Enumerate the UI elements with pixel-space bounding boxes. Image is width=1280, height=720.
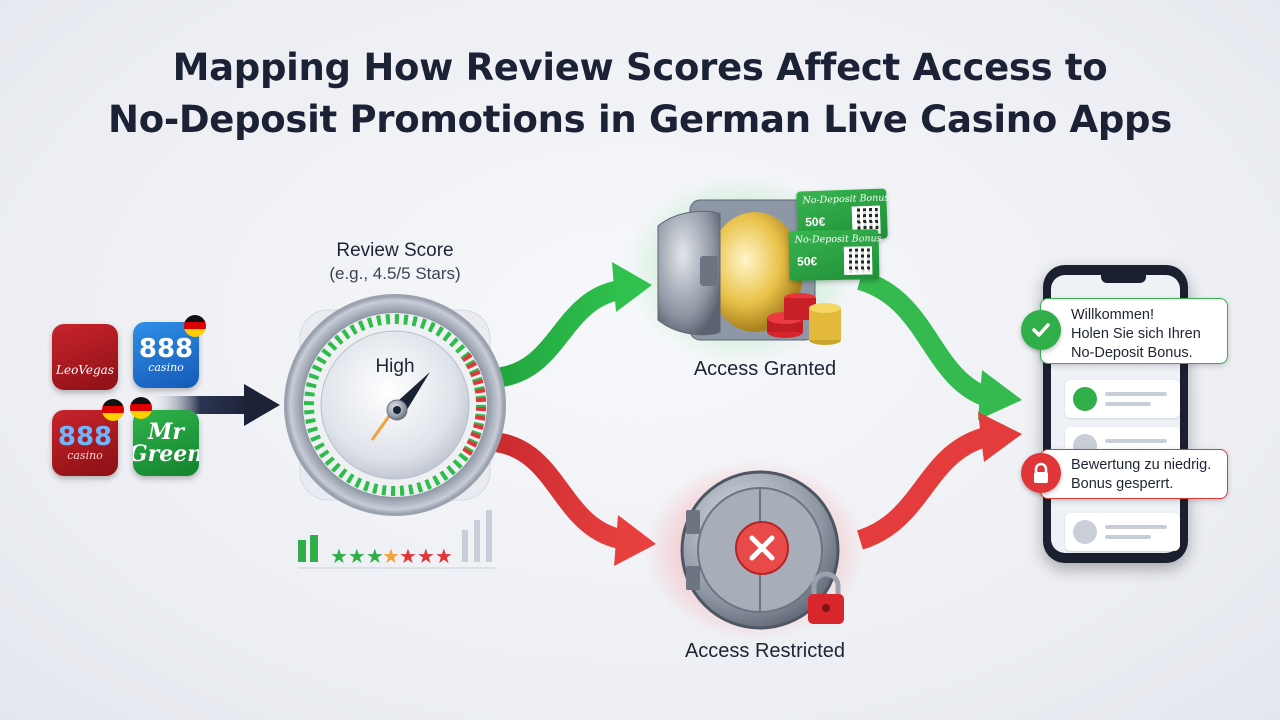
bonus-granted-notification: Willkommen! Holen Sie sich Ihren No-Depo…	[1021, 298, 1228, 364]
text-line	[1105, 402, 1151, 406]
avatar	[1073, 387, 1097, 411]
locked-vault-icon	[645, 460, 865, 640]
app-label: LeoVegas	[56, 363, 114, 377]
page-title: Mapping How Review Scores Affect Access …	[0, 42, 1280, 146]
casino-chips-icon	[767, 293, 841, 345]
review-score-title: Review Score	[336, 240, 454, 261]
notification-line-1: Willkommen!	[1071, 307, 1154, 323]
german-flag-icon	[102, 399, 124, 421]
notification-text: Willkommen! Holen Sie sich Ihren No-Depo…	[1071, 306, 1201, 363]
app-icon-888-casino: 888 casino	[52, 410, 118, 476]
svg-text:★★★: ★★★	[399, 544, 453, 568]
access-restricted-label: Access Restricted	[684, 640, 846, 662]
app-icon-leovegas: LeoVegas	[52, 324, 118, 390]
gauge-label: High	[375, 356, 415, 377]
review-score-subtitle: (e.g., 4.5/5 Stars)	[329, 264, 461, 283]
app-sublabel: casino	[148, 361, 184, 374]
bonus-card: No-Deposit Bonus 50€	[788, 229, 882, 281]
bonus-card-title: No-Deposit Bonus	[802, 192, 890, 207]
title-line-1: Mapping How Review Scores Affect Access …	[172, 46, 1108, 89]
title-line-2: No-Deposit Promotions in German Live Cas…	[108, 98, 1172, 141]
text-line	[1105, 535, 1151, 539]
app-sublabel: casino	[67, 449, 103, 462]
svg-text:★★★: ★★★	[330, 544, 384, 568]
restricted-to-phone-arrow	[856, 412, 1022, 550]
app-label: 888	[57, 422, 113, 452]
app-icon-mr-green: Mr Green	[133, 410, 199, 476]
lock-icon	[1021, 453, 1061, 493]
bonus-card-value: 50€	[804, 214, 826, 230]
text-line	[1105, 525, 1167, 529]
avatar	[1073, 520, 1097, 544]
app-icon-888-casino: 888 casino	[133, 322, 199, 388]
text-line	[1105, 439, 1167, 443]
review-score-gauge	[284, 294, 506, 516]
bonus-card-value: 50€	[796, 254, 818, 269]
phone-notch	[1101, 275, 1146, 283]
notification-line-2: Bonus gesperrt.	[1071, 476, 1174, 492]
notification-line-2: Holen Sie sich Ihren	[1071, 326, 1201, 342]
granted-to-phone-arrow	[856, 270, 1022, 420]
german-flag-icon	[184, 315, 206, 337]
notification-line-3: No-Deposit Bonus.	[1071, 345, 1193, 361]
app-label: Mr	[148, 419, 184, 445]
bonus-locked-notification: Bewertung zu niedrig. Bonus gesperrt.	[1021, 449, 1228, 499]
text-line	[1105, 392, 1167, 396]
list-item	[1065, 513, 1180, 551]
svg-text:★: ★	[382, 544, 400, 568]
access-granted-label: Access Granted	[693, 358, 837, 380]
checkmark-icon	[1021, 310, 1061, 350]
bonus-card-title: No-Deposit Bonus	[794, 233, 882, 246]
star-rating-strip: ★★★ ★ ★★★	[298, 510, 495, 569]
notification-line-1: Bewertung zu niedrig.	[1071, 457, 1212, 473]
notification-text: Bewertung zu niedrig. Bonus gesperrt.	[1071, 456, 1211, 494]
german-flag-icon	[130, 397, 152, 419]
app-label: 888	[138, 334, 194, 364]
app-sublabel: Green	[133, 441, 199, 467]
restricted-arrow	[493, 432, 656, 566]
qr-code-icon	[843, 246, 873, 275]
padlock-icon	[808, 571, 844, 624]
input-arrow	[150, 384, 280, 426]
list-item	[1065, 380, 1180, 418]
